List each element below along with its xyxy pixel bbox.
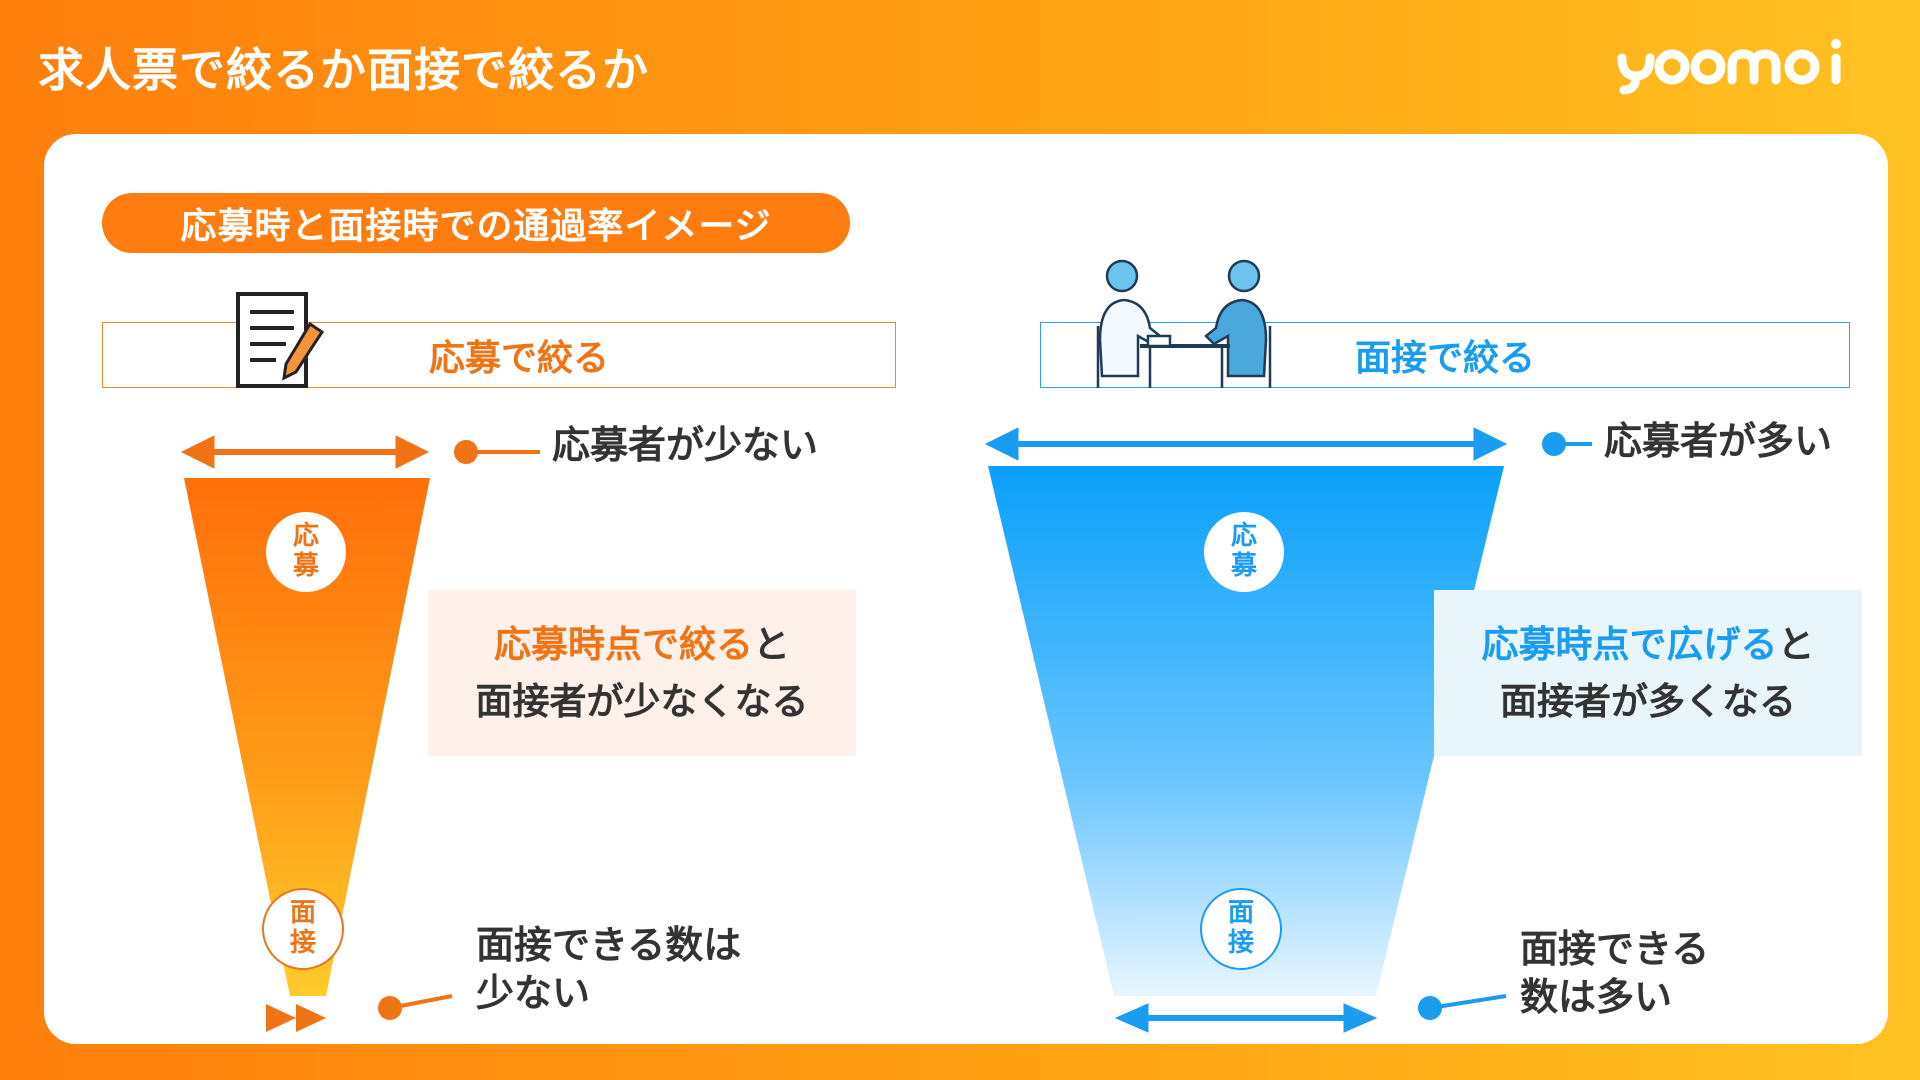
badge-char: 面 — [1227, 898, 1254, 929]
badge-char: 接 — [1227, 928, 1254, 958]
right-funnel — [988, 466, 1504, 996]
left-bottom-line2: 少ない — [476, 970, 591, 1015]
right-top-connector — [1542, 432, 1592, 456]
left-top-arrow — [180, 435, 430, 469]
left-bottom-connector — [378, 994, 453, 1020]
badge-char: 接 — [289, 928, 316, 958]
left-bottom-arrow — [266, 1004, 326, 1032]
badge-char: 応 — [292, 521, 319, 552]
right-bottom-line2: 数は多い — [1520, 974, 1673, 1019]
badge-char: 募 — [292, 551, 319, 581]
right-explanation-box: 応募時点で広げると 面接者が多くなる — [1434, 590, 1862, 756]
right-top-label: 応募者が多い — [1604, 419, 1833, 463]
left-header: 応募で絞る — [102, 322, 896, 388]
right-badge-interview: 面接 — [1200, 888, 1282, 970]
left-funnel — [184, 478, 430, 996]
left-box-line1: 応募時点で絞ると — [494, 616, 790, 673]
right-box-suffix: と — [1777, 622, 1815, 666]
left-box-line2: 面接者が少なくなる — [475, 680, 809, 723]
right-box-line2: 面接者が多くなる — [1500, 680, 1796, 723]
left-explanation-box: 応募時点で絞ると 面接者が少なくなる — [428, 590, 856, 756]
left-box-suffix: と — [753, 622, 790, 666]
left-header-label: 応募で絞る — [428, 338, 609, 379]
right-header-label: 面接で絞る — [1354, 338, 1535, 379]
document-pen-icon — [236, 292, 325, 388]
badge-char: 募 — [1230, 551, 1257, 581]
left-bottom-label: 面接できる数は 少ない — [476, 922, 741, 1017]
right-bottom-line1: 面接できる — [1520, 927, 1710, 971]
right-box-highlight: 応募時点で広げる — [1481, 622, 1778, 666]
right-badge-apply: 応募 — [1204, 512, 1284, 592]
left-badge-apply: 応募 — [266, 512, 346, 592]
left-top-connector — [454, 440, 540, 464]
left-bottom-line1: 面接できる数は — [476, 923, 742, 967]
section-pill: 応募時と面接時での通過率イメージ — [102, 193, 850, 253]
right-bottom-label: 面接できる 数は多い — [1520, 926, 1709, 1021]
right-bottom-arrow — [1114, 1003, 1378, 1033]
interview-people-icon — [1096, 259, 1272, 388]
brand-logo — [1617, 39, 1841, 95]
left-top-label: 応募者が少ない — [552, 423, 819, 467]
right-top-arrow — [984, 427, 1508, 461]
left-box-highlight: 応募時点で絞る — [494, 622, 753, 666]
right-bottom-connector — [1418, 994, 1507, 1020]
right-header: 面接で絞る — [1040, 322, 1850, 388]
right-box-line1: 応募時点で広げると — [1482, 616, 1815, 673]
badge-char: 応 — [1230, 521, 1257, 552]
badge-char: 面 — [289, 898, 316, 929]
page-title: 求人票で絞るか面接で絞るか — [38, 43, 649, 97]
left-badge-interview: 面接 — [262, 888, 344, 970]
